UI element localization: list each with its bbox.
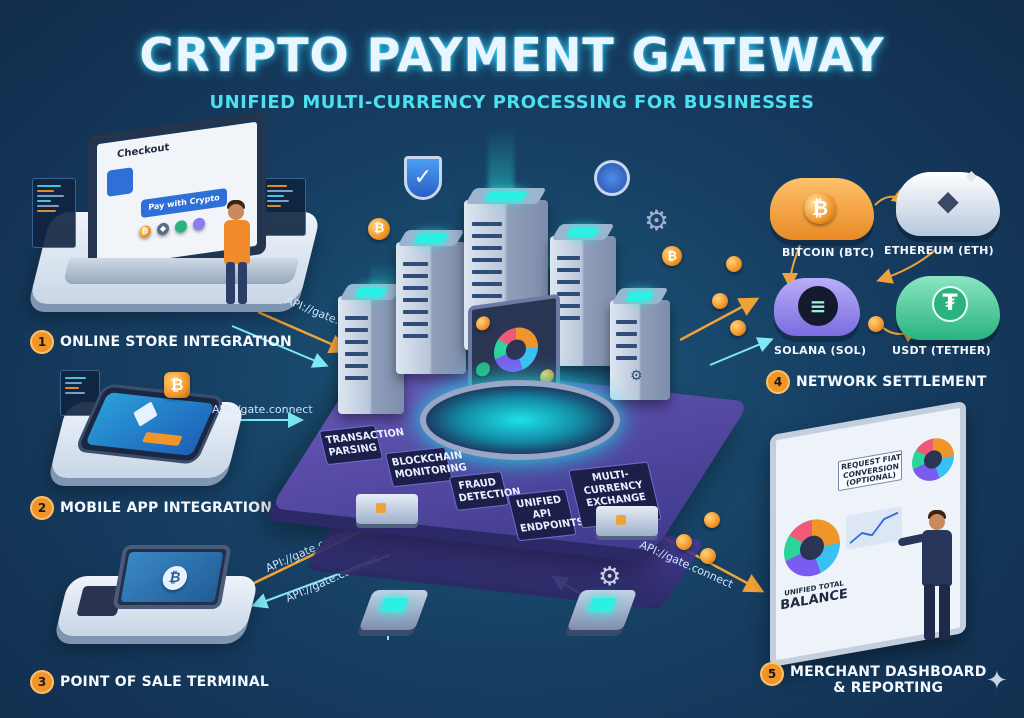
donut-chart-icon	[494, 324, 538, 375]
coin-icon	[730, 320, 746, 336]
ethereum-icon: ◆	[966, 168, 977, 184]
coin-icon	[476, 361, 490, 378]
coin-icon	[700, 548, 716, 564]
edge-node-left	[358, 590, 430, 630]
bitcoin-icon: ₿	[804, 192, 836, 224]
solana-network-cloud: ≡	[774, 278, 860, 336]
tether-icon: ₮	[932, 286, 968, 322]
person-leg	[939, 584, 950, 640]
arrow-settlement-to-gateway	[709, 337, 774, 366]
person-leg	[238, 262, 247, 304]
step-label: NETWORK SETTLEMENT	[796, 374, 987, 390]
solana-icon: ≡	[798, 286, 838, 326]
person-suit	[922, 530, 952, 586]
server-tower: ⚙	[610, 288, 670, 400]
pie-chart-icon	[784, 514, 840, 581]
bitcoin-icon: ₿	[160, 566, 189, 590]
step-number-badge: 5	[762, 664, 782, 684]
module-fraud-detection: FRAUD DETECTION	[448, 471, 522, 511]
coin-icon	[704, 512, 720, 528]
coin-icon	[712, 293, 728, 309]
request-fiat-label: REQUEST FIAT CONVERSION (OPTIONAL)	[841, 452, 901, 488]
api-label-online-store: API://gate.	[283, 293, 342, 328]
step-number-badge: 4	[768, 372, 788, 392]
step-online-store: 1 ONLINE STORE INTEGRATION	[32, 332, 292, 352]
server-tower	[550, 224, 616, 366]
gear-icon: ⚙	[598, 562, 622, 592]
server-tower	[338, 284, 404, 414]
security-shield-icon: ✓	[404, 156, 442, 200]
solana-coin-icon	[193, 217, 205, 231]
network-label-tether: USDT (TETHER)	[892, 344, 991, 357]
step-merchant-dashboard: 5 MERCHANT DASHBOARD & REPORTING	[762, 664, 987, 696]
coin-icon	[476, 315, 490, 332]
bitcoin-coin-icon: ₿	[139, 224, 151, 239]
bitcoin-coin-icon: ₿	[368, 218, 390, 240]
ethereum-icon: ◆	[937, 184, 959, 217]
processing-core-ring	[420, 380, 620, 460]
bitcoin-notification-icon: ₿	[164, 372, 190, 398]
line-chart-icon	[846, 506, 902, 550]
tether-network-cloud: ₮	[896, 276, 1000, 340]
api-connector-right	[596, 506, 658, 536]
network-label-ethereum: ETHEREUM (ETH)	[884, 244, 994, 257]
module-blockchain-monitoring: BLOCKCHAIN MONITORING	[384, 446, 468, 488]
coin-icon	[676, 534, 692, 550]
pay-with-crypto-button[interactable]: Pay with Crypto	[141, 187, 227, 219]
module-transaction-parsing: TRANSACTION PARSING	[318, 424, 405, 466]
tshirt-icon	[107, 167, 133, 197]
light-beam	[488, 128, 514, 198]
gear-icon: ⚙	[644, 204, 670, 237]
server-tower	[396, 230, 466, 374]
page-subtitle: UNIFIED MULTI-CURRENCY PROCESSING FOR BU…	[209, 92, 815, 113]
page-title: CRYPTO PAYMENT GATEWAY	[139, 28, 885, 82]
step-pos-terminal: 3 POINT OF SALE TERMINAL	[32, 672, 269, 692]
api-label-mobile: API://gate.connect	[212, 403, 313, 416]
step-label: ONLINE STORE INTEGRATION	[60, 334, 292, 350]
crypto-coin-row: ₿ ◆	[139, 217, 205, 239]
mobile-pay-button[interactable]	[141, 432, 183, 446]
coin-icon	[868, 316, 884, 332]
bitcoin-network-cloud: ₿	[770, 178, 874, 240]
tether-coin-icon	[175, 219, 187, 234]
code-snippet-panel	[262, 178, 306, 236]
sparkle-icon: ✦	[986, 666, 1008, 696]
ethereum-icon	[133, 401, 158, 427]
person-head	[929, 514, 945, 530]
checkout-heading: Checkout	[117, 142, 170, 161]
step-mobile-app: 2 MOBILE APP INTEGRATION	[32, 498, 272, 518]
request-fiat-panel[interactable]: REQUEST FIAT CONVERSION (OPTIONAL)	[838, 450, 902, 492]
ethereum-coin-icon: ◆	[157, 222, 169, 236]
step-label: MOBILE APP INTEGRATION	[60, 500, 273, 516]
ethereum-network-cloud: ◆	[896, 172, 1000, 236]
network-label-solana: SOLANA (SOL)	[774, 344, 867, 357]
step-label: POINT OF SALE TERMINAL	[60, 674, 270, 690]
person-leg	[226, 262, 235, 304]
code-snippet-panel	[32, 178, 76, 248]
step-label: & REPORTING	[833, 680, 944, 696]
api-connector-left	[356, 494, 418, 524]
gear-icon: ⚙	[630, 368, 643, 384]
person-head	[228, 204, 244, 220]
pos-terminal-screen: ₿	[112, 545, 232, 609]
step-number-badge: 2	[32, 498, 52, 518]
network-label-bitcoin: BITCOIN (BTC)	[782, 246, 875, 259]
step-number-badge: 1	[32, 332, 52, 352]
step-label: MERCHANT DASHBOARD	[790, 664, 987, 680]
step-number-badge: 3	[32, 672, 52, 692]
bitcoin-coin-icon: ₿	[662, 246, 682, 266]
person-shirt	[224, 220, 250, 264]
donut-chart-icon	[912, 434, 954, 485]
globe-icon	[594, 160, 630, 196]
coin-icon	[726, 256, 742, 272]
laptop-base	[62, 258, 300, 284]
step-network-settlement: 4 NETWORK SETTLEMENT	[768, 372, 987, 392]
module-unified-api-endpoints: UNIFIED API ENDPOINTS	[507, 488, 585, 542]
person-leg	[924, 584, 935, 640]
merchant-dashboard-screen: REQUEST FIAT CONVERSION (OPTIONAL) UNIFI…	[770, 400, 966, 668]
